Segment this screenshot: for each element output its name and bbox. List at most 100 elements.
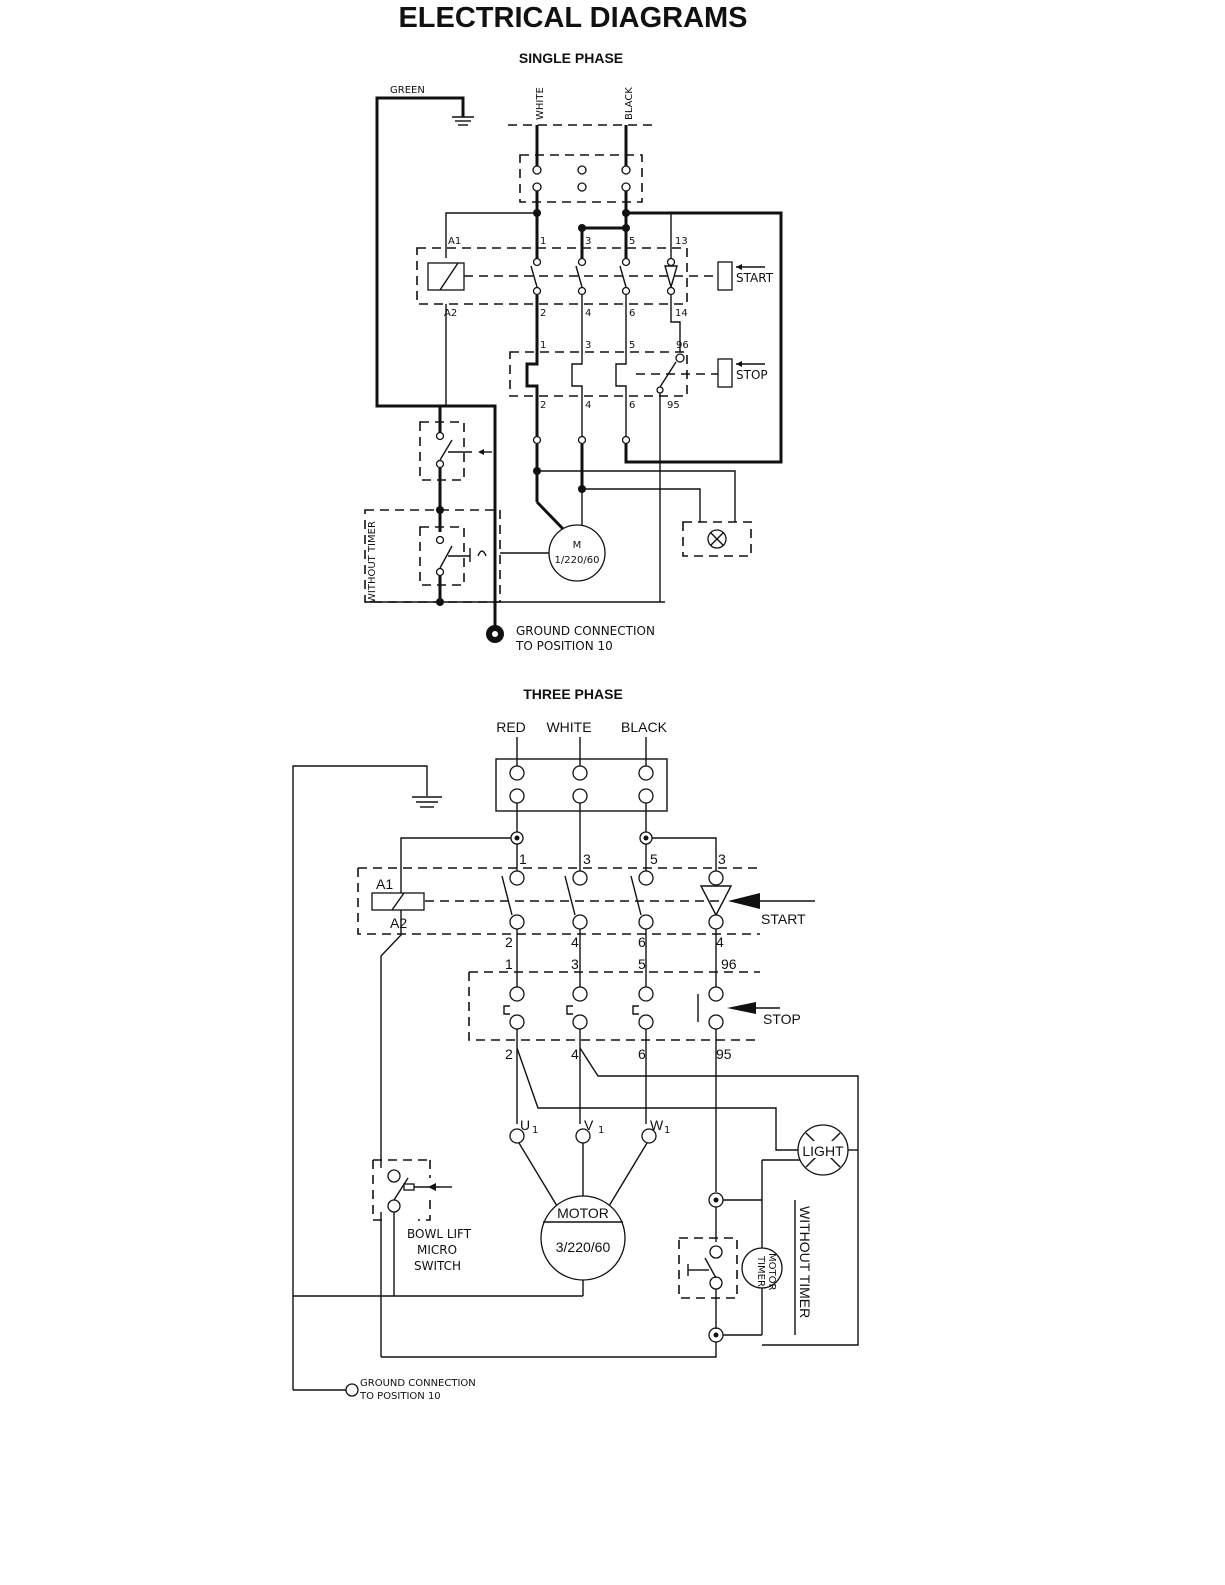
single-phase-heading: SINGLE PHASE (519, 50, 623, 66)
motor-terminal-v: V (584, 1117, 594, 1133)
contactor-terminal-label: 1 (519, 851, 527, 867)
ground-connection-three: GROUND CONNECTION TO POSITION 10 (293, 1378, 476, 1402)
ground-note-line2-single: TO POSITION 10 (515, 639, 613, 653)
contactor-terminal-label: 2 (505, 934, 513, 950)
ground-note-line1-three: GROUND CONNECTION (360, 1378, 476, 1389)
timer-motor-label-1: TIMER (755, 1255, 766, 1287)
overload-terminal-label: 1 (505, 956, 513, 972)
overload-terminal-label: 95 (667, 400, 680, 411)
start-label-three: START (761, 911, 806, 927)
motor-terminal-w: W (650, 1117, 664, 1133)
without-timer-label-three: WITHOUT TIMER (797, 1206, 813, 1318)
stop-label-single: STOP (736, 368, 768, 382)
contactor-terminal-label: 3 (718, 851, 726, 867)
ground-note-line2-three: TO POSITION 10 (359, 1391, 441, 1402)
timer-switch-single: WITHOUT TIMER (364, 509, 501, 603)
wire-label-black: BLACK (624, 87, 635, 120)
contactor-terminal-label: 1 (540, 236, 546, 247)
overload-terminal-label: 4 (585, 400, 591, 411)
overload-terminal-label: 6 (629, 400, 635, 411)
motor-terminals: U 1 V 1 W 1 (509, 1117, 670, 1144)
start-label-single: START (736, 271, 774, 285)
light-three-phase: LIGHT (797, 1124, 858, 1176)
wire-label-white: WHITE (535, 87, 546, 120)
overload-terminal-label: 2 (505, 1046, 513, 1062)
single-phase-diagram: SINGLE PHASE GREEN WHITE BLACK (364, 50, 783, 653)
wire-label-green: GREEN (390, 85, 425, 96)
terminal-block (519, 154, 643, 203)
micro-switch-label-3: SWITCH (414, 1259, 461, 1273)
motor-terminal-sub: 1 (532, 1125, 538, 1136)
motor-terminal-sub: 1 (664, 1125, 670, 1136)
motor-three-phase: MOTOR 3/220/60 (518, 1142, 648, 1296)
page-title: ELECTRICAL DIAGRAMS (398, 2, 747, 34)
wire-label-red: RED (496, 719, 526, 735)
contactor-top-terminals: 1 3 5 13 (540, 236, 688, 247)
coil-terminal-a2: A2 (444, 308, 457, 319)
contactor-terminal-label: 4 (571, 934, 579, 950)
stop-label-three: STOP (763, 1011, 801, 1027)
motor-label-top: M (573, 540, 582, 551)
motor-label-bottom: 1/220/60 (555, 555, 600, 566)
without-timer-label-single: WITHOUT TIMER (367, 521, 378, 603)
contactor-terminal-label: 3 (585, 236, 591, 247)
earth-symbol-icon (412, 796, 442, 808)
overload-relay-single: 1 3 5 96 2 4 6 95 (509, 340, 718, 411)
timer-motor-label-2: MOTOR (766, 1253, 777, 1290)
ground-connection-single: GROUND CONNECTION TO POSITION 10 (486, 624, 655, 653)
stop-button-three: STOP (727, 1002, 801, 1027)
overload-terminal-label: 5 (629, 340, 635, 351)
micro-switch-label-2: MICRO (417, 1243, 457, 1257)
contactor-terminal-label: 4 (716, 934, 724, 950)
motor-label-top: MOTOR (557, 1205, 609, 1221)
overload-terminal-label: 3 (585, 340, 591, 351)
contactor-terminal-label: 5 (629, 236, 635, 247)
bowl-lift-switch-single (419, 421, 492, 481)
earth-symbol-icon (452, 116, 474, 126)
wire-label-black: BLACK (621, 719, 668, 735)
overload-terminal-label: 3 (571, 956, 579, 972)
motor-terminal-u: U (520, 1117, 530, 1133)
overload-relay-three: 1 3 5 96 2 4 6 95 (468, 956, 760, 1062)
contactor-terminal-label: 6 (629, 308, 635, 319)
overload-terminal-label: 6 (638, 1046, 646, 1062)
bowl-lift-switch-three: BOWL LIFT MICRO SWITCH (372, 1159, 472, 1273)
overload-top-terminals: 1 3 5 96 (540, 340, 689, 351)
contactor-terminal-label: 4 (585, 308, 591, 319)
timer-motor-icon (741, 1247, 783, 1289)
coil-terminal-a2: A2 (390, 915, 407, 931)
contactor-coil (427, 262, 465, 291)
three-phase-diagram: THREE PHASE RED WHITE BLACK (292, 686, 859, 1402)
terminal-block-three-phase (495, 758, 668, 812)
contactor-terminal-label: 2 (540, 308, 546, 319)
coil-terminal-a1: A1 (448, 236, 461, 247)
contactor-terminal-label: 5 (650, 851, 658, 867)
contactor-single-phase: A1 A2 1 3 5 13 2 4 6 14 (416, 236, 716, 319)
start-button-three: START (728, 893, 815, 927)
green-ground-wire: GREEN (375, 85, 497, 628)
overload-bottom-terminals: 2 4 6 95 (505, 1046, 732, 1062)
contactor-bottom-terminals: 2 4 6 14 (540, 308, 688, 319)
start-button-single: START (717, 261, 774, 291)
overload-terminal-label: 96 (676, 340, 689, 351)
contactor-bottom-terminals: 2 4 6 4 (505, 934, 724, 950)
overload-terminal-label: 2 (540, 400, 546, 411)
contactor-terminal-label: 3 (583, 851, 591, 867)
micro-switch-label-1: BOWL LIFT (407, 1227, 472, 1241)
overload-terminal-label: 4 (571, 1046, 579, 1062)
indicator-lamp-single (682, 521, 752, 557)
light-label: LIGHT (802, 1143, 844, 1159)
contactor-three-phase: A1 A2 1 3 5 3 2 4 6 4 (357, 851, 760, 950)
overload-terminal-label: 1 (540, 340, 546, 351)
contactor-terminal-label: 13 (675, 236, 688, 247)
overload-terminal-label: 96 (721, 956, 737, 972)
overload-terminal-label: 95 (716, 1046, 732, 1062)
ground-note-line1-single: GROUND CONNECTION (516, 624, 655, 638)
overload-terminal-label: 5 (638, 956, 646, 972)
overload-bottom-terminals: 2 4 6 95 (540, 400, 680, 411)
overload-top-terminals: 1 3 5 96 (505, 956, 737, 972)
contactor-top-terminals: 1 3 5 3 (519, 851, 726, 867)
motor-terminal-sub: 1 (598, 1125, 604, 1136)
timer-section-three: TIMER MOTOR WITHOUT TIMER (381, 1159, 813, 1358)
